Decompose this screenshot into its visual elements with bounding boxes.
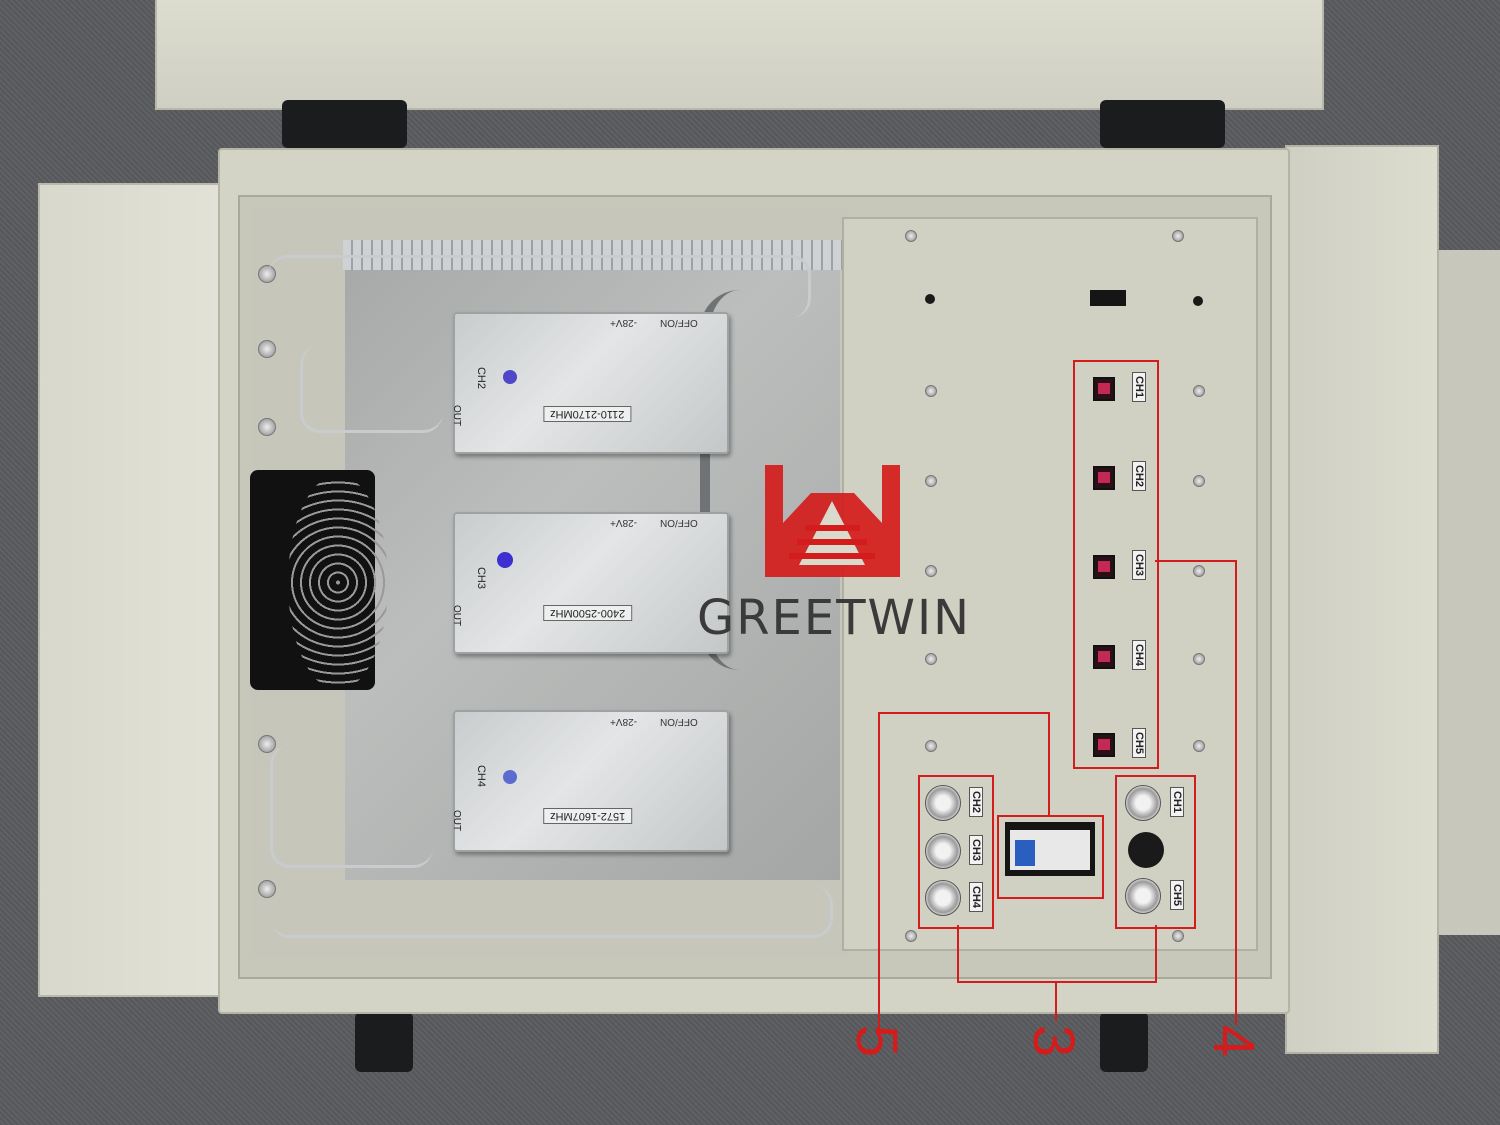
module-3-voltage: -28V+ xyxy=(610,716,637,727)
screw xyxy=(925,565,937,577)
lid-hinge-left xyxy=(282,100,407,148)
callout-number-buttons: 3 xyxy=(1021,1024,1087,1058)
callout-box-breaker xyxy=(997,815,1104,899)
amplifier-module-2 xyxy=(453,512,729,654)
fan-grill xyxy=(288,475,388,690)
module-3-switch-label: OFF/ON xyxy=(660,716,698,727)
screw xyxy=(925,740,937,752)
rf-connector xyxy=(258,735,276,753)
module-1-switch-label: OFF/ON xyxy=(660,317,698,328)
greetwin-logo-text: GREETWIN xyxy=(697,590,972,646)
push-button-ch3[interactable] xyxy=(925,833,961,869)
leader-line xyxy=(878,712,880,1030)
screw xyxy=(1193,565,1205,577)
rocker-switch-ch1[interactable] xyxy=(1093,377,1115,401)
callout-box-buttons-left xyxy=(918,775,994,929)
panel-slot xyxy=(1090,290,1126,306)
panel-hole xyxy=(1193,296,1203,306)
rf-connector xyxy=(258,340,276,358)
callout-number-breaker: 5 xyxy=(844,1024,910,1058)
module-1-voltage: -28V+ xyxy=(610,317,637,328)
module-2-channel: CH3 xyxy=(475,566,488,590)
module-indicator xyxy=(503,770,517,784)
leader-line xyxy=(878,712,1050,714)
screw xyxy=(925,653,937,665)
rocker-switch-ch2[interactable] xyxy=(1093,466,1115,490)
screw xyxy=(1193,475,1205,487)
screw xyxy=(1193,653,1205,665)
leader-line xyxy=(1235,560,1237,1025)
coax-cable xyxy=(270,745,433,868)
lid-hinge-right xyxy=(1100,100,1225,148)
rf-connector xyxy=(258,880,276,898)
push-button-ch4[interactable] xyxy=(925,880,961,916)
cabinet-door-left xyxy=(38,183,225,997)
panel-hole xyxy=(925,294,935,304)
leader-line xyxy=(1155,560,1237,562)
module-1-out: OUT xyxy=(451,404,463,427)
rocker-switch-ch5[interactable] xyxy=(1093,733,1115,757)
screw xyxy=(905,930,917,942)
amplifier-module-1 xyxy=(453,312,729,454)
leader-line xyxy=(1048,712,1050,816)
cabinet-door-right xyxy=(1285,145,1439,1054)
module-2-switch-label: OFF/ON xyxy=(660,517,698,528)
coax-cable xyxy=(300,345,443,433)
breaker-lever[interactable] xyxy=(1015,840,1035,866)
screw xyxy=(1193,740,1205,752)
coax-cable xyxy=(268,255,811,318)
module-3-out: OUT xyxy=(451,809,463,832)
screw xyxy=(1172,930,1184,942)
leader-line xyxy=(957,981,1157,983)
module-indicator xyxy=(503,370,517,384)
callout-box-switches xyxy=(1073,360,1159,769)
coax-cable xyxy=(270,885,833,938)
callout-box-buttons-right xyxy=(1115,775,1196,929)
rocker-switch-ch4[interactable] xyxy=(1093,645,1115,669)
wire-loom xyxy=(700,290,840,670)
module-2-voltage: -28V+ xyxy=(610,517,637,528)
leader-line xyxy=(1055,981,1057,1021)
rf-connector xyxy=(258,418,276,436)
module-1-channel: CH2 xyxy=(475,366,488,390)
screw xyxy=(1172,230,1184,242)
screw xyxy=(925,385,937,397)
amplifier-module-3 xyxy=(453,710,729,852)
caster-left xyxy=(355,1012,413,1072)
leader-line xyxy=(957,925,959,983)
callout-number-switches: 4 xyxy=(1201,1024,1267,1058)
push-button-ch5[interactable] xyxy=(1125,878,1161,914)
leader-line xyxy=(1155,925,1157,983)
caster-right xyxy=(1100,1012,1148,1072)
module-2-band-label: 2400-2500MHz xyxy=(543,605,633,621)
rocker-switch-ch3[interactable] xyxy=(1093,555,1115,579)
screw xyxy=(1193,385,1205,397)
module-indicator xyxy=(497,552,513,568)
module-1-band-label: 2110-2170MHz xyxy=(543,406,632,422)
push-button-ch2[interactable] xyxy=(925,785,961,821)
cabinet-lid xyxy=(155,0,1324,110)
module-2-out: OUT xyxy=(451,604,463,627)
screw xyxy=(905,230,917,242)
push-button-ch1[interactable] xyxy=(1125,785,1161,821)
panel-hole xyxy=(1128,832,1164,868)
screw xyxy=(925,475,937,487)
greetwin-logo-mark xyxy=(765,465,900,577)
module-3-band-label: 1572-1607MHz xyxy=(543,808,633,824)
module-3-channel: CH4 xyxy=(475,764,488,788)
